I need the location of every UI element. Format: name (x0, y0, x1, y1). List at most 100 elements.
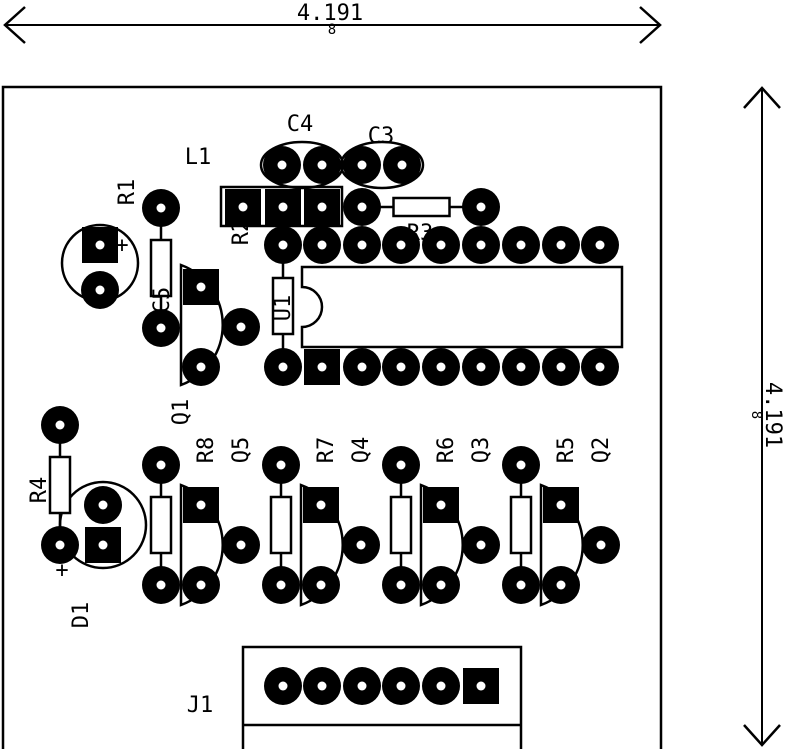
drill-hole (357, 202, 367, 212)
drill-hole (98, 540, 108, 550)
drill-hole (397, 160, 407, 170)
drill-hole (317, 681, 327, 691)
label-l1: L1 (185, 145, 212, 170)
drill-hole (95, 285, 105, 295)
drill-hole (317, 362, 327, 372)
label-d1: D1 (69, 602, 94, 629)
label-q4: Q4 (349, 437, 374, 464)
label-c3: C3 (368, 124, 395, 149)
label-j1: J1 (187, 693, 214, 718)
drill-hole (556, 580, 566, 590)
diode-plus-mark: + (55, 558, 68, 583)
drill-hole (316, 500, 326, 510)
label-c5: C5 (150, 287, 175, 314)
drill-hole (196, 282, 206, 292)
label-r2: R2 (229, 219, 254, 246)
drill-hole (95, 240, 105, 250)
drill-hole (476, 540, 486, 550)
drill-hole (196, 362, 206, 372)
label-q3: Q3 (469, 437, 494, 464)
drill-hole (317, 202, 327, 212)
drill-hole (396, 460, 406, 470)
drill-hole (316, 580, 326, 590)
r-bottom-0-body (149, 495, 173, 555)
drill-hole (55, 420, 65, 430)
drill-hole (238, 202, 248, 212)
drill-hole (516, 580, 526, 590)
height-sub-label: 8 (748, 411, 764, 419)
drill-hole (236, 322, 246, 332)
drill-hole (595, 240, 605, 250)
drill-hole (278, 202, 288, 212)
height-dimension: 4.191 8 (743, 86, 785, 747)
r4-body (48, 455, 72, 515)
label-u1: U1 (271, 295, 296, 322)
drill-hole (356, 540, 366, 550)
cap-plus-mark: + (115, 233, 128, 258)
label-r7: R7 (314, 437, 339, 464)
u1-resistor-body (271, 276, 295, 336)
r3-body (392, 196, 451, 218)
drill-hole (156, 460, 166, 470)
drill-hole (357, 681, 367, 691)
drill-hole (556, 240, 566, 250)
label-q2: Q2 (589, 437, 614, 464)
drill-hole (156, 203, 166, 213)
drill-hole (595, 362, 605, 372)
r1-body (149, 238, 173, 298)
drill-hole (556, 362, 566, 372)
drill-hole (556, 500, 566, 510)
board-outline (1, 85, 663, 749)
j1-outline (241, 645, 523, 749)
r-bottom-1-body (269, 495, 293, 555)
drill-hole (236, 540, 246, 550)
drill-hole (357, 240, 367, 250)
drill-hole (516, 362, 526, 372)
drill-hole (396, 580, 406, 590)
label-c4: C4 (287, 112, 314, 137)
width-label: 4.191 (297, 1, 363, 26)
drill-hole (436, 240, 446, 250)
r-bottom-3-body (509, 495, 533, 555)
drill-hole (516, 460, 526, 470)
drill-hole (276, 460, 286, 470)
drill-hole (55, 540, 65, 550)
drill-hole (196, 580, 206, 590)
label-r3: R3 (407, 221, 434, 246)
height-label: 4.191 (760, 382, 785, 448)
drill-hole (156, 580, 166, 590)
drill-hole (357, 362, 367, 372)
drill-hole (196, 500, 206, 510)
drill-hole (396, 240, 406, 250)
drill-hole (436, 580, 446, 590)
label-r5: R5 (554, 437, 579, 464)
drill-hole (278, 681, 288, 691)
drill-hole (278, 362, 288, 372)
drill-hole (98, 500, 108, 510)
label-r1: R1 (115, 179, 140, 206)
width-dimension: 4.191 8 (3, 1, 662, 44)
drill-hole (396, 681, 406, 691)
label-q1: Q1 (169, 399, 194, 426)
label-r4: R4 (27, 477, 52, 504)
drill-hole (436, 500, 446, 510)
drill-hole (596, 540, 606, 550)
u1-ic-outline (300, 265, 624, 349)
drill-hole (278, 240, 288, 250)
drill-hole (317, 240, 327, 250)
drill-hole (276, 580, 286, 590)
drill-hole (476, 202, 486, 212)
drill-hole (277, 160, 287, 170)
r-bottom-2-body (389, 495, 413, 555)
drill-hole (476, 240, 486, 250)
drill-hole (156, 323, 166, 333)
drill-hole (476, 362, 486, 372)
label-r8: R8 (194, 437, 219, 464)
label-q5: Q5 (229, 437, 254, 464)
drill-hole (476, 681, 486, 691)
drill-hole (317, 160, 327, 170)
r2-header-outline (219, 185, 344, 228)
drill-hole (357, 160, 367, 170)
label-r6: R6 (434, 437, 459, 464)
